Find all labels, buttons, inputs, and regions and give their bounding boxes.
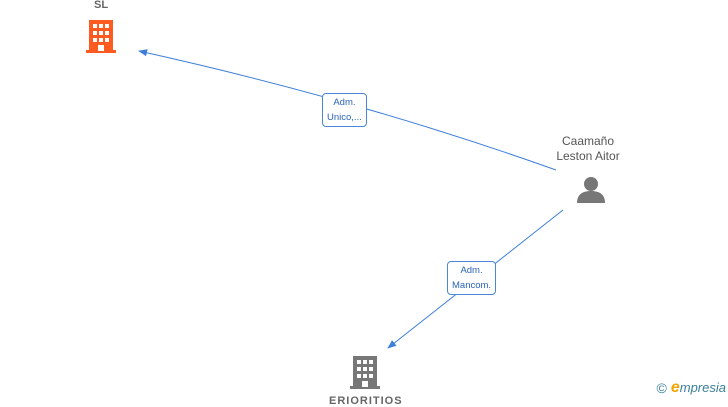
building-icon[interactable] <box>350 356 380 389</box>
person-name-line1: Caamaño <box>561 134 615 148</box>
person-icon[interactable] <box>577 177 605 203</box>
building-icon[interactable] <box>86 20 116 53</box>
edge-label-bottom[interactable]: Adm. Mancom. <box>447 261 497 295</box>
person-name-line2: Leston Aitor <box>556 149 620 163</box>
brand-logo: empresia <box>670 379 726 396</box>
edge-label-bottom-line2: Mancom. <box>452 280 492 291</box>
company-name-bottom[interactable]: ERIORITIOS <box>329 395 403 407</box>
edge-label-top[interactable]: Adm. Unico,... <box>322 93 367 127</box>
copyright-icon: © <box>656 380 667 396</box>
person-name[interactable]: Caamaño Leston Aitor <box>538 134 638 164</box>
edge-label-top-line1: Adm. <box>333 97 356 108</box>
company-name-top[interactable]: SL <box>94 0 109 11</box>
edge-label-bottom-line1: Adm. <box>460 265 483 276</box>
empresia-watermark: © empresia <box>657 379 726 397</box>
edge-label-top-line2: Unico,... <box>327 112 362 123</box>
